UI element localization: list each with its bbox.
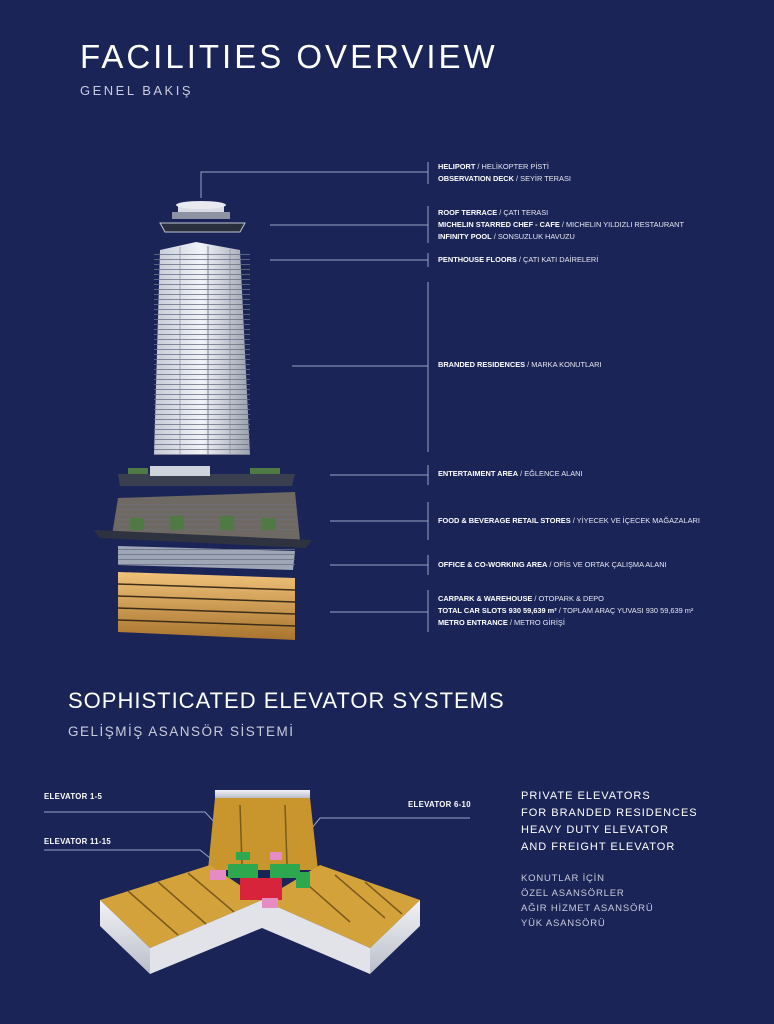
callout-carpark: CARPARK & WAREHOUSE / OTOPARK & DEPO TOT… xyxy=(438,594,694,627)
page-subtitle: GENEL BAKIŞ xyxy=(80,83,193,98)
elevator-description-en: PRIVATE ELEVATORS FOR BRANDED RESIDENCES… xyxy=(521,790,698,853)
callout-office: OFFICE & CO-WORKING AREA / OFİS VE ORTAK… xyxy=(438,560,667,569)
office-level xyxy=(118,546,295,570)
label-elevator-1-5: ELEVATOR 1-5 xyxy=(44,792,103,801)
label-elevator-6-10: ELEVATOR 6-10 xyxy=(408,800,471,809)
entertainment-level xyxy=(118,466,295,486)
elevator-section-subtitle: GELİŞMİŞ ASANSÖR SİSTEMİ xyxy=(68,724,295,739)
elevator-cores xyxy=(210,852,310,908)
callout-heliport: HELIPORT / HELİKOPTER PİSTİ OBSERVATION … xyxy=(438,162,571,183)
callout-penthouse: PENTHOUSE FLOORS / ÇATI KATI DAİRELERİ xyxy=(438,255,599,264)
elevator-floorplan-illustration xyxy=(44,790,470,974)
callout-branded-residences: BRANDED RESIDENCES / MARKA KONUTLARI xyxy=(438,360,602,369)
callout-entertainment: ENTERTAIMENT AREA / EĞLENCE ALANI xyxy=(438,469,583,478)
elevator-description-tr: KONUTLAR İÇİN ÖZEL ASANSÖRLER AĞIR HİZME… xyxy=(521,873,654,929)
leader-lines xyxy=(200,162,429,632)
label-elevator-11-15: ELEVATOR 11-15 xyxy=(44,837,112,846)
heliport-level xyxy=(159,201,246,233)
residential-tower xyxy=(154,242,250,455)
retail-level xyxy=(94,492,312,548)
carpark-level xyxy=(117,572,296,640)
callout-roof-terrace: ROOF TERRACE / ÇATI TERASI MICHELIN STAR… xyxy=(438,208,684,241)
page-title: FACILITIES OVERVIEW xyxy=(80,38,498,75)
tower-illustration xyxy=(94,162,429,640)
callout-food-beverage: FOOD & BEVERAGE RETAIL STORES / YİYECEK … xyxy=(438,516,700,525)
elevator-section-title: SOPHISTICATED ELEVATOR SYSTEMS xyxy=(68,688,505,713)
